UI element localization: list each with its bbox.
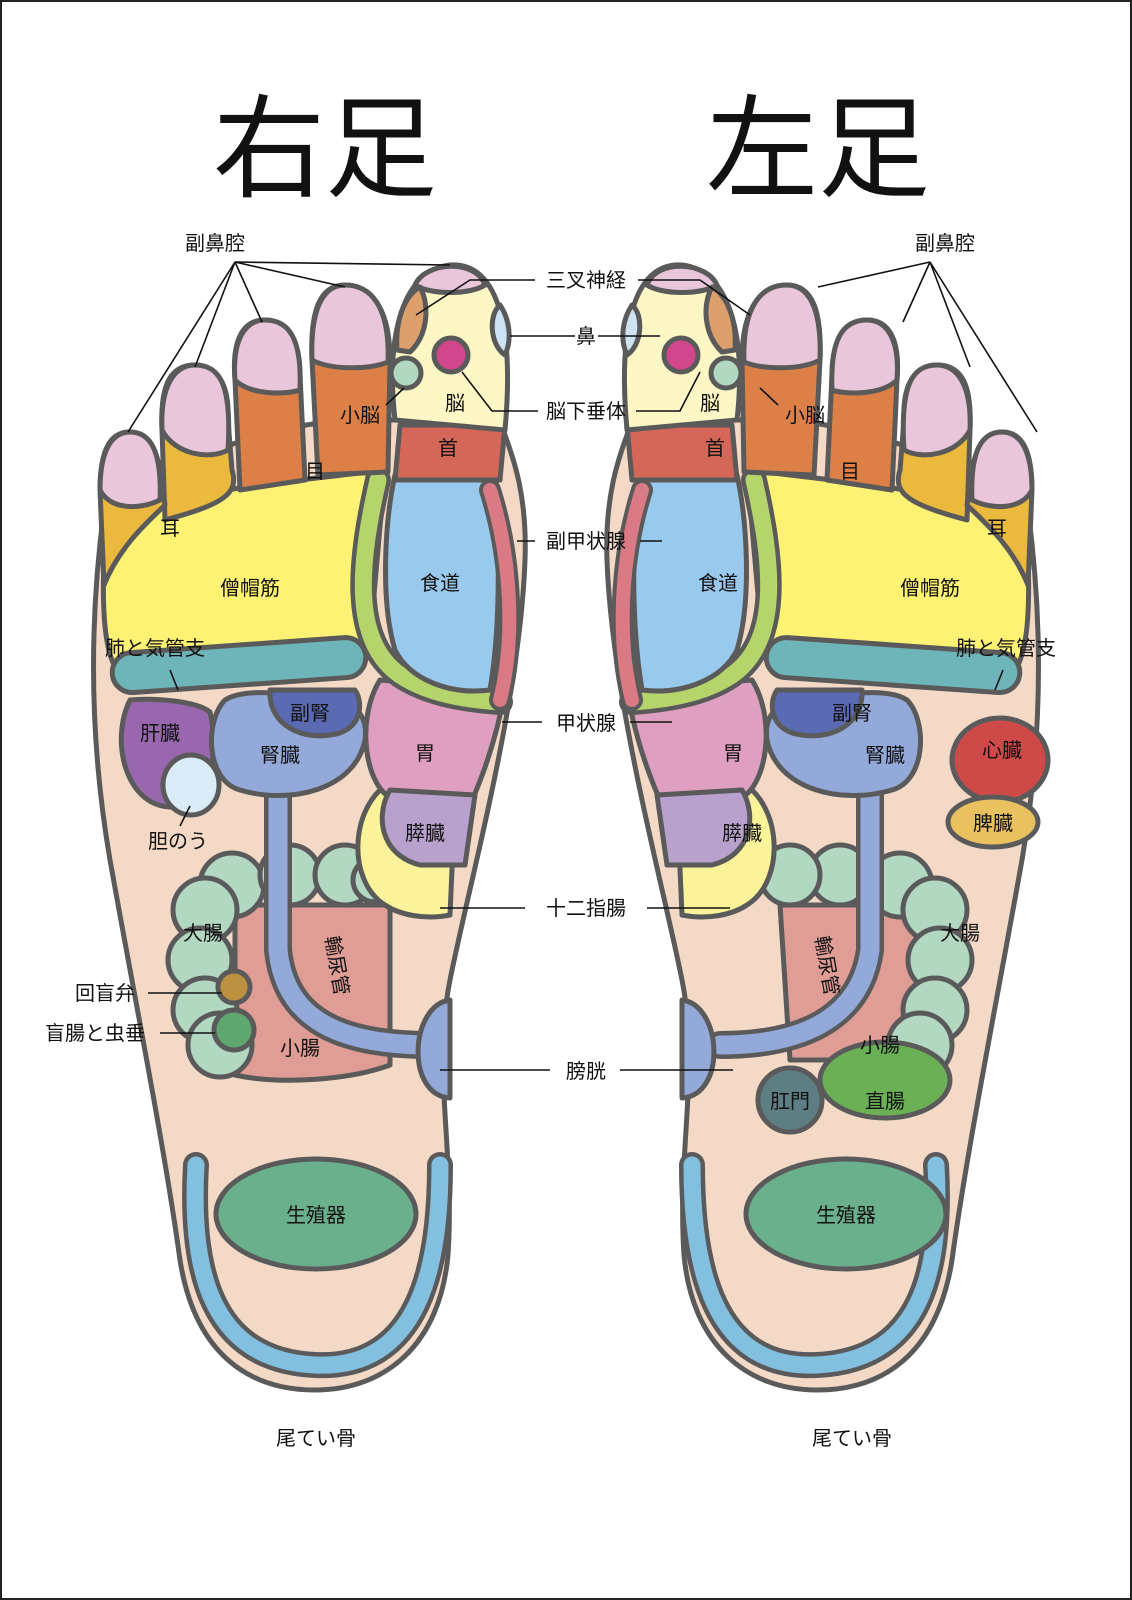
rf-label-stomach: 胃 xyxy=(415,741,435,765)
lf-rectum xyxy=(817,1039,953,1121)
lf-label-lung-bronchi: 肺と気管支 xyxy=(956,636,1056,660)
center-label-parathyroid: 副甲状腺 xyxy=(546,529,626,553)
lf-label-large-intestine: 大腸 xyxy=(940,921,980,945)
lf-trigeminal-area xyxy=(703,284,738,355)
center-label-bladder: 膀胱 xyxy=(566,1059,606,1083)
lf-label-brain: 脳 xyxy=(700,391,720,415)
lf-label-coccyx: 尾てい骨 xyxy=(812,1426,892,1450)
rf-bladder xyxy=(415,997,453,1101)
lf-label-pancreas: 膵臓 xyxy=(722,821,762,845)
center-label-pituitary: 脳下垂体 xyxy=(546,399,626,423)
center-label-duodenum: 十二指腸 xyxy=(546,896,626,920)
lf-pituitary xyxy=(661,335,701,375)
lf-label-adrenal: 副腎 xyxy=(832,701,872,725)
rf-label-kidney: 腎臓 xyxy=(260,743,300,767)
rf-label-esophagus: 食道 xyxy=(420,571,460,595)
center-leader-lines xyxy=(415,279,751,1071)
right-foot-diagram: 副鼻腔 脳 小脳 首 目 耳 僧帽筋 食道 肺と気管支 副腎 肝臓 腎臓 胃 胆… xyxy=(45,231,528,1450)
rf-sinus-toe-top xyxy=(412,263,488,295)
rf-label-liver: 肝臓 xyxy=(140,721,180,745)
lf-lung-bronchi xyxy=(763,635,1023,696)
rf-gallbladder xyxy=(160,752,222,818)
lf-label-heart: 心臓 xyxy=(982,738,1022,762)
center-label-trigeminal: 三叉神経 xyxy=(546,268,626,292)
rf-label-sinus: 副鼻腔 xyxy=(185,231,245,255)
rf-cerebellum-area xyxy=(388,355,424,391)
lf-nose-area xyxy=(620,302,643,358)
rf-pancreas xyxy=(379,787,478,868)
rf-appendix xyxy=(211,1007,257,1053)
lf-label-trapezius: 僧帽筋 xyxy=(900,576,960,600)
center-label-thyroid: 甲状腺 xyxy=(556,711,616,735)
lf-label-sinus: 副鼻腔 xyxy=(915,231,975,255)
rf-lung-bronchi xyxy=(109,635,369,696)
rf-adrenal xyxy=(267,687,363,739)
rf-label-ileocecal-valve: 回盲弁 xyxy=(75,981,135,1005)
rf-leader-lines xyxy=(127,261,451,1034)
rf-label-cerebellum: 小脳 xyxy=(340,403,380,427)
rf-label-coccyx: 尾てい骨 xyxy=(276,1426,356,1450)
center-labels: 三叉神経 鼻 脳下垂体 副甲状腺 甲状腺 十二指腸 膀胱 xyxy=(546,268,626,1083)
rf-ileocecal-valve xyxy=(215,968,253,1006)
lf-label-kidney: 腎臓 xyxy=(865,743,905,767)
lf-toes xyxy=(739,282,1035,588)
rf-label-ear: 耳 xyxy=(160,516,180,540)
lf-label-anus: 肛門 xyxy=(770,1089,810,1113)
rf-toes xyxy=(97,282,393,588)
lf-spleen xyxy=(945,794,1041,850)
rf-label-lung-bronchi: 肺と気管支 xyxy=(105,636,205,660)
lf-anus xyxy=(755,1065,825,1135)
lf-bladder xyxy=(679,997,717,1101)
title-right-foot: 右足 xyxy=(213,85,437,215)
rf-label-small-intestine: 小腸 xyxy=(280,1036,320,1060)
lf-label-rectum: 直腸 xyxy=(865,1089,905,1113)
left-foot-diagram: 副鼻腔 脳 小脳 首 目 耳 僧帽筋 食道 肺と気管支 副腎 腎臓 心臓 脾臓 … xyxy=(604,231,1056,1450)
lf-cerebellum-area xyxy=(708,355,744,391)
rf-label-pancreas: 膵臓 xyxy=(405,821,445,845)
rf-trigeminal-area xyxy=(394,284,429,355)
rf-label-appendix: 盲腸と虫垂 xyxy=(45,1021,145,1045)
lf-genitals xyxy=(743,1156,949,1272)
rf-nose-area xyxy=(489,302,512,358)
rf-genitals xyxy=(213,1156,419,1272)
lf-label-stomach: 胃 xyxy=(723,741,743,765)
lf-pancreas xyxy=(654,787,753,868)
lf-label-cerebellum: 小脳 xyxy=(785,403,825,427)
rf-label-adrenal: 副腎 xyxy=(290,701,330,725)
rf-label-large-intestine: 大腸 xyxy=(183,921,223,945)
lf-label-spleen: 脾臓 xyxy=(973,811,1013,835)
lf-label-ear: 耳 xyxy=(987,516,1007,540)
rf-label-trapezius: 僧帽筋 xyxy=(220,576,280,600)
lf-leader-lines xyxy=(759,261,1038,691)
center-label-nose: 鼻 xyxy=(576,324,596,348)
rf-pituitary xyxy=(431,335,471,375)
lf-label-genitals: 生殖器 xyxy=(816,1203,876,1227)
lf-label-esophagus: 食道 xyxy=(698,571,738,595)
rf-label-brain: 脳 xyxy=(445,391,465,415)
lf-label-eye: 目 xyxy=(840,459,860,483)
rf-label-gallbladder: 胆のう xyxy=(148,829,208,853)
rf-label-eye: 目 xyxy=(305,459,325,483)
lf-label-small-intestine: 小腸 xyxy=(860,1033,900,1057)
lf-adrenal xyxy=(769,687,865,739)
title-left-foot: 左足 xyxy=(706,85,930,215)
lf-label-neck: 首 xyxy=(705,436,725,460)
rf-label-genitals: 生殖器 xyxy=(286,1203,346,1227)
rf-label-neck: 首 xyxy=(438,436,458,460)
